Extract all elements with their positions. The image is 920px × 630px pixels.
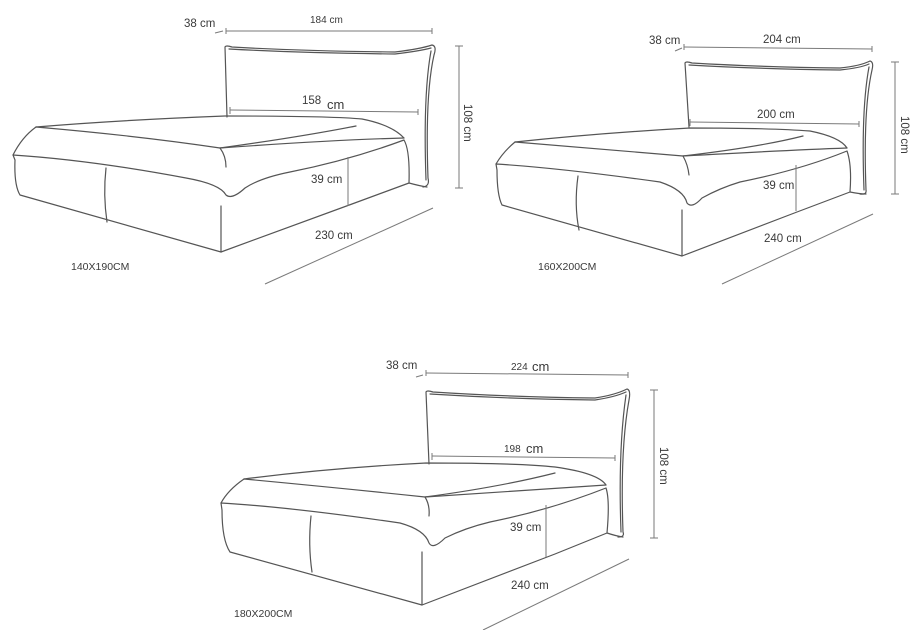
headboard-width-number: 224 (511, 362, 528, 373)
length-label: 240 cm (511, 580, 549, 592)
headboard-width-unit: cm (532, 359, 550, 374)
length-label: 240 cm (764, 233, 802, 245)
base-height-label: 39 cm (510, 522, 542, 534)
bed-outline-drawing (220, 370, 658, 630)
headboard-width-label: 204 cm (763, 34, 801, 46)
depth-label: 38 cm (386, 360, 418, 372)
base-height-label: 39 cm (311, 174, 343, 186)
bed-size-label: 160X200CM (538, 261, 597, 273)
length-label: 230 cm (315, 230, 353, 242)
inner-width-unit: cm (327, 97, 345, 112)
inner-width-number: 198 (504, 444, 521, 455)
bed-size-label: 180X200CM (234, 608, 293, 620)
depth-label: 38 cm (184, 18, 216, 30)
bed-diagram-140x190: 38 cm 184 cm 158 cm 108 cm 39 cm 230 cm … (0, 0, 473, 300)
bed-diagram-160x200: 38 cm 204 cm 200 cm 108 cm 39 cm 240 cm … (470, 0, 920, 300)
inner-width-unit: cm (526, 441, 544, 456)
headboard-width-label: 184 cm (310, 15, 343, 26)
bed-diagram-180x200: 38 cm 224 cm 198 cm 108 cm 39 cm 240 cm … (200, 340, 680, 630)
bed-outline-drawing (495, 44, 899, 285)
depth-label: 38 cm (649, 35, 681, 47)
bed-outline-drawing (12, 28, 463, 285)
bed-size-label: 140X190CM (71, 261, 130, 273)
height-label: 108 cm (657, 447, 669, 485)
height-label: 108 cm (898, 116, 910, 154)
inner-width-number: 158 (302, 95, 322, 107)
inner-width-label: 200 cm (757, 109, 795, 121)
base-height-label: 39 cm (763, 180, 795, 192)
